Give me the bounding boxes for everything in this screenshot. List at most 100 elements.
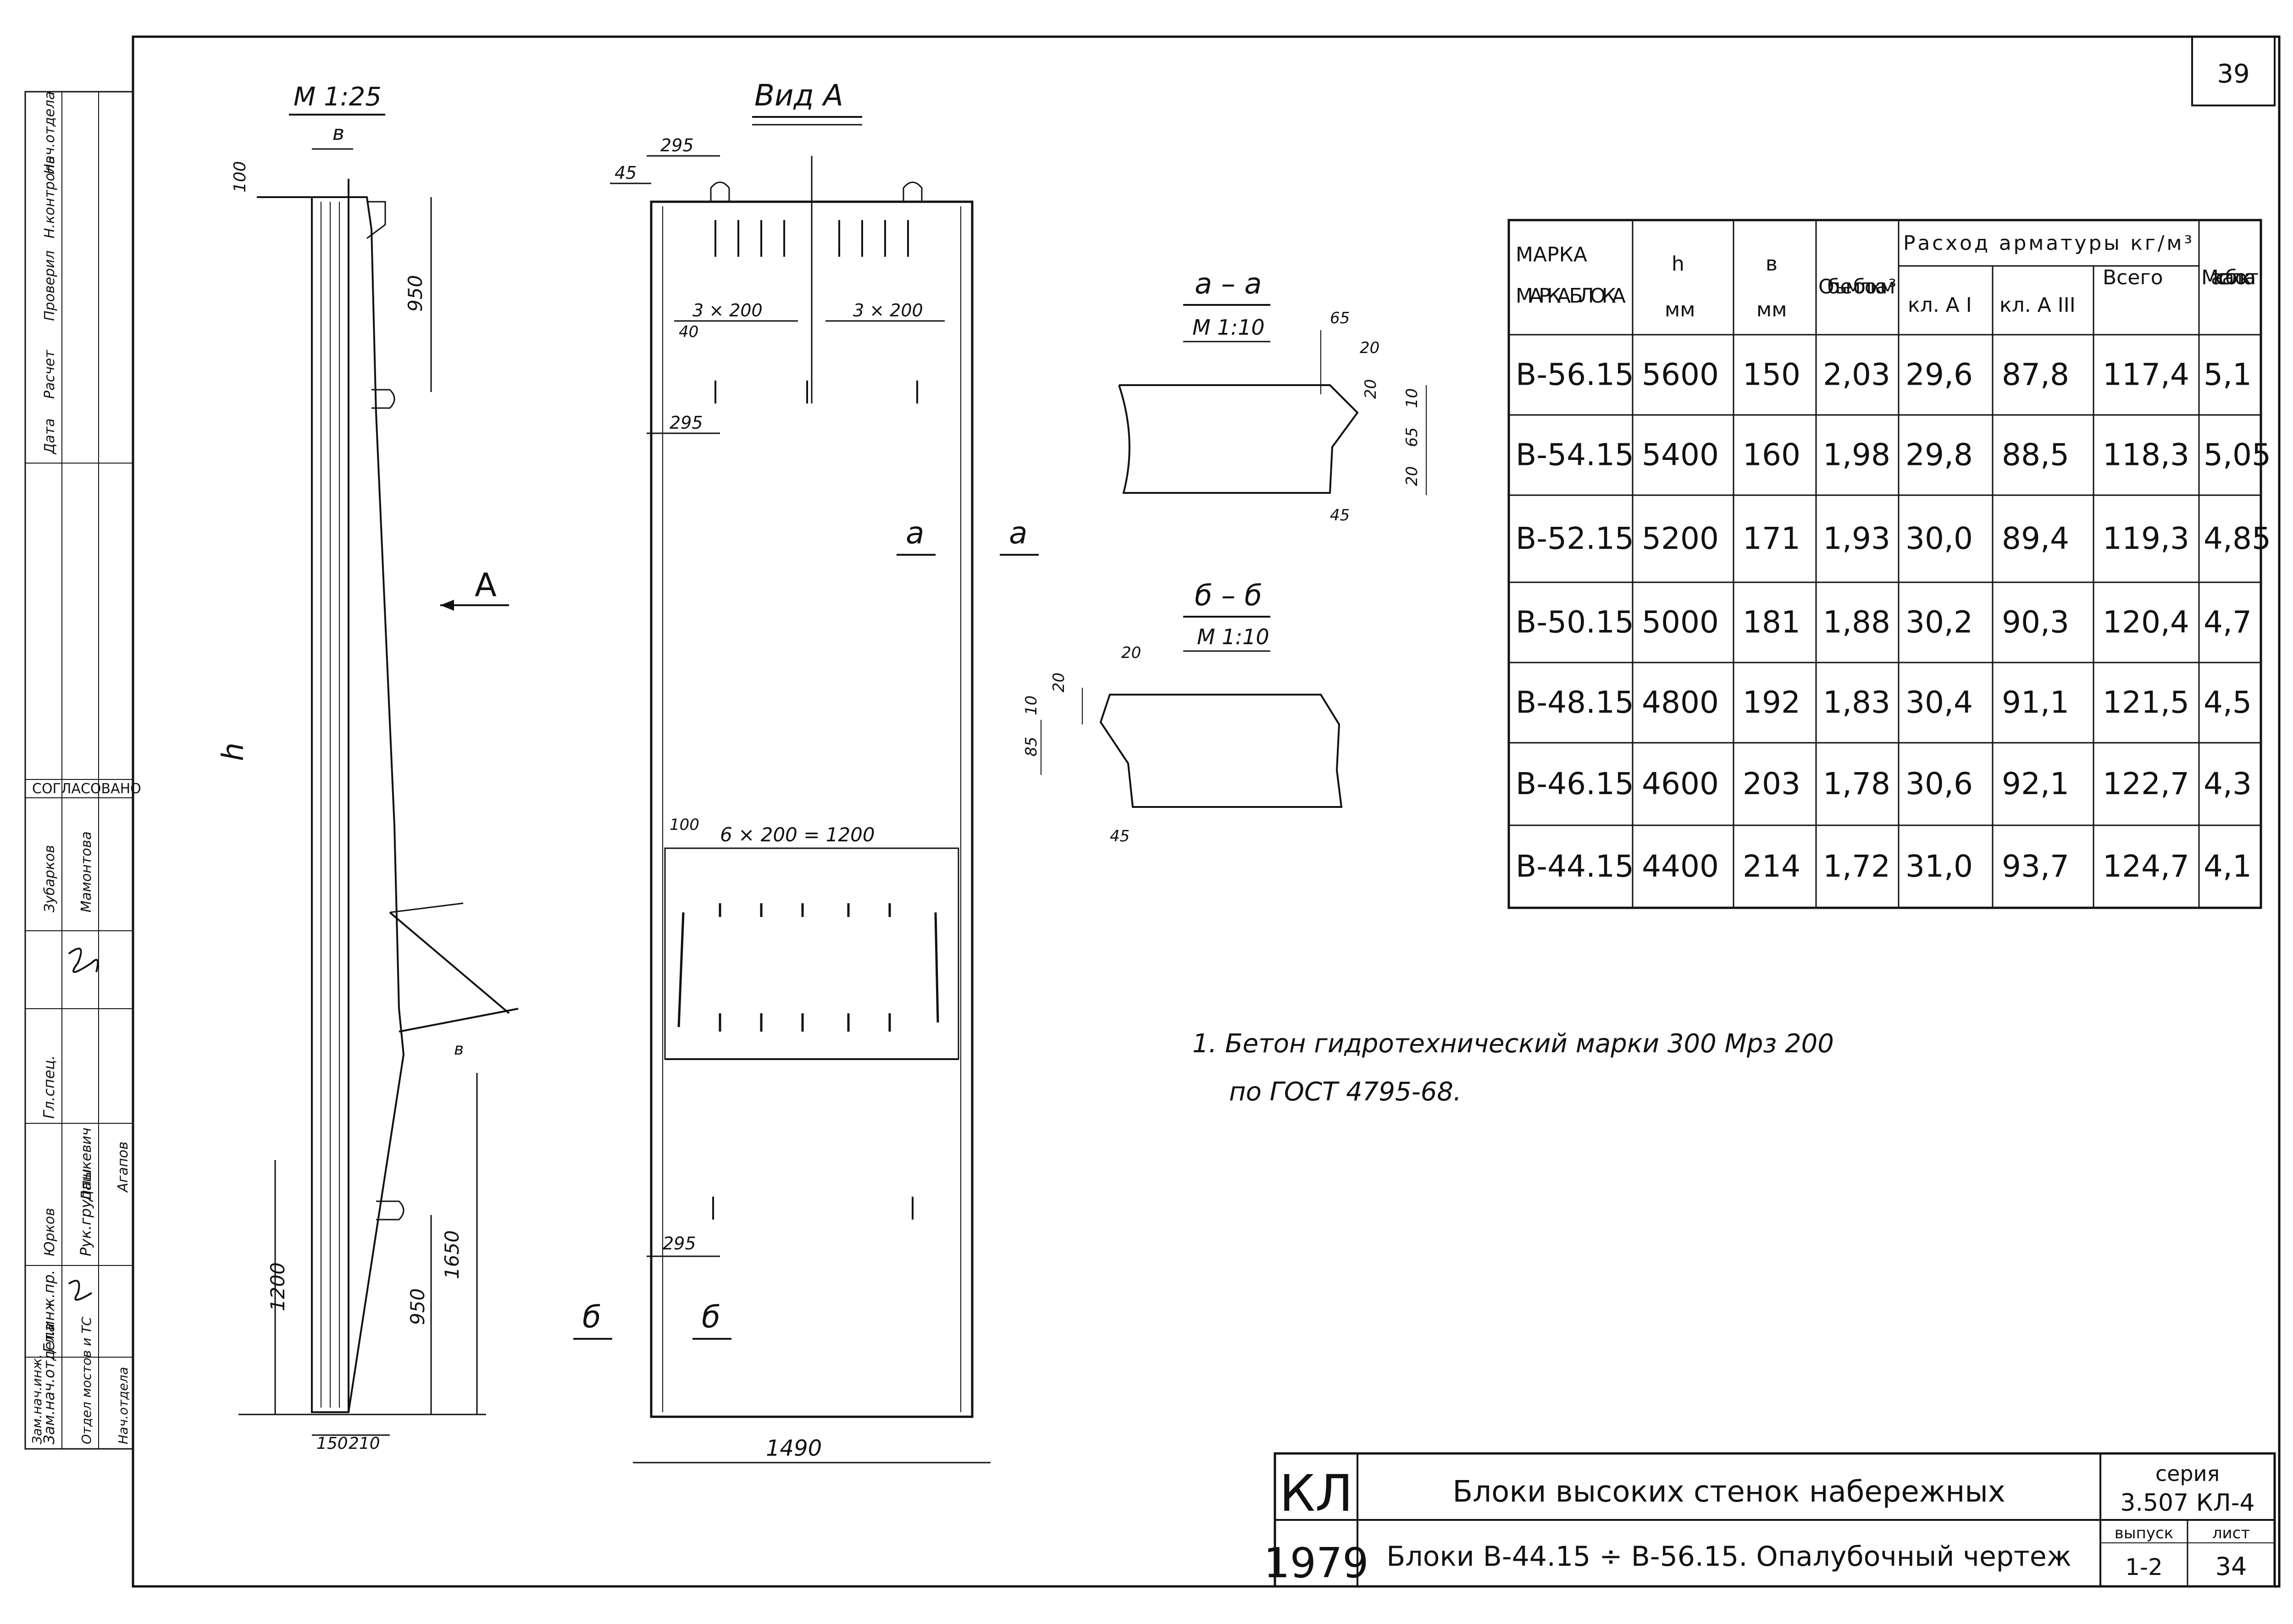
cell-volume: 1,83 <box>1823 685 1890 720</box>
section-aa-dim-20b: 20 <box>1362 379 1380 399</box>
sheet-label: лист <box>2212 1524 2250 1542</box>
cell-mass: 5,05 <box>2204 437 2271 473</box>
title-sub: Блоки В-44.15 ÷ В-56.15. Опалубочный чер… <box>1386 1541 2071 1573</box>
cell-rebar-a3: 87,8 <box>2002 357 2069 392</box>
margin-agreed-name-2: Мамонтова <box>78 831 94 912</box>
view-a-dim-295-bot: 295 <box>663 1233 696 1254</box>
margin-dates-1: Дата <box>42 418 58 455</box>
view-a-dim-295-top: 295 <box>660 135 694 155</box>
cell-mark: В-52.15 <box>1516 521 1634 556</box>
cell-rebar-a1: 30,4 <box>1905 685 1973 720</box>
cell-mark: В-56.15 <box>1516 357 1634 392</box>
side-view-scale: М 1:25 <box>294 82 382 112</box>
page-number: 39 <box>2217 59 2249 89</box>
view-a-title: Вид А <box>754 79 843 113</box>
section-a-right: а <box>1009 515 1027 551</box>
title-block: КЛ 1979 Блоки высоких стенок набережных … <box>1263 1452 2276 1588</box>
view-arrow-label: А <box>475 566 497 604</box>
side-dim-210: 210 <box>349 1434 380 1453</box>
sheet-value: 34 <box>2215 1552 2247 1581</box>
margin-agreed-name-1: Зубарков <box>42 845 58 912</box>
section-b-left: б <box>582 1299 601 1335</box>
signature-1 <box>68 947 99 973</box>
cell-volume: 1,72 <box>1823 849 1890 884</box>
title-main: Блоки высоких стенок набережных <box>1452 1475 2005 1509</box>
view-a-dim-3x200-right: 3 × 200 <box>853 300 923 320</box>
cell-b: 150 <box>1743 357 1800 392</box>
margin-role-3: Нач.отдела <box>116 1367 131 1444</box>
cell-b: 214 <box>1743 849 1800 884</box>
note-line-1: 1. Бетон гидротехнический марки 300 Мрз … <box>1192 1029 1834 1059</box>
side-dim-b2: в <box>454 1040 464 1059</box>
section-bb-scale: М 1:10 <box>1197 624 1269 649</box>
view-a-dim-3x200-left: 3 × 200 <box>692 300 763 320</box>
cell-rebar-total: 124,7 <box>2103 849 2189 884</box>
cell-mass: 4,5 <box>2204 685 2252 720</box>
cell-rebar-a3: 88,5 <box>2002 437 2069 473</box>
section-aa-dim-20c: 20 <box>1403 466 1421 486</box>
th-volume: Объем блока м³ <box>1818 275 1896 298</box>
cell-rebar-total: 122,7 <box>2103 766 2189 801</box>
cell-mark: В-48.15 <box>1516 685 1634 720</box>
section-bb-dim-45: 45 <box>1110 827 1130 845</box>
side-dim-150: 150 <box>316 1434 348 1453</box>
cell-rebar-a3: 91,1 <box>2002 685 2069 720</box>
left-margin-stamp: Зам.нач.отдела Гл.инж.пр. Рук.группы Гл.… <box>24 91 141 1450</box>
cell-rebar-a1: 30,6 <box>1905 766 1973 801</box>
cell-rebar-a3: 92,1 <box>2002 766 2069 801</box>
margin-agreed: СОГЛАСОВАНО <box>32 781 141 797</box>
cell-mark: В-46.15 <box>1516 766 1634 801</box>
cell-b: 192 <box>1743 685 1800 720</box>
cell-mass: 5,1 <box>2204 357 2252 392</box>
note-line-2: по ГОСТ 4795-68. <box>1229 1077 1462 1107</box>
section-bb-title: б – б <box>1195 579 1262 612</box>
margin-dates-5: Нач.отдела <box>42 91 58 174</box>
th-rebar-a3: кл. А III <box>1999 293 2076 317</box>
th-mass: Масса блока т <box>2201 266 2259 289</box>
view-a: Вид А 295 45 3 × 200 3 × 200 40 295 <box>573 79 1039 1464</box>
cell-b: 181 <box>1743 605 1800 640</box>
section-a-left: а <box>906 515 924 551</box>
issue-label: выпуск <box>2115 1524 2173 1542</box>
view-a-dim-295-mid: 295 <box>670 413 703 433</box>
side-dim-1650: 1650 <box>441 1230 463 1279</box>
section-aa-dim-65: 65 <box>1330 309 1350 327</box>
section-aa-dim-45: 45 <box>1330 506 1350 525</box>
view-a-dim-6x200: 6 × 200 = 1200 <box>720 823 875 846</box>
margin-dates-3: Проверил <box>42 250 58 321</box>
side-dim-950-bot: 950 <box>406 1288 429 1325</box>
margin-name-3: Агапов <box>115 1142 131 1193</box>
section-aa-title: а – а <box>1195 267 1262 300</box>
view-a-dim-1490: 1490 <box>766 1436 822 1461</box>
side-dim-1200: 1200 <box>266 1262 289 1311</box>
cell-h: 4600 <box>1642 766 1719 801</box>
margin-header-4: Гл.спец. <box>40 1055 58 1119</box>
view-a-dim-40: 40 <box>679 323 698 341</box>
th-rebar: Расход арматуры кг/м³ <box>1903 232 2192 255</box>
margin-dates-4: Н.контроль <box>42 156 58 238</box>
margin-header-1: Зам.нач.отдела <box>40 1323 58 1444</box>
series-label: серия <box>2155 1461 2220 1486</box>
cell-rebar-a3: 89,4 <box>2002 521 2069 556</box>
th-h-unit: мм <box>1665 298 1695 321</box>
cell-h: 5400 <box>1642 437 1719 473</box>
cell-rebar-total: 119,3 <box>2103 521 2189 556</box>
page-number-box: 39 <box>2191 36 2276 106</box>
margin-name-2: Дашкевич <box>78 1127 94 1202</box>
cell-b: 160 <box>1743 437 1800 473</box>
margin-role-1: Зам.нач.инж. <box>29 1354 44 1444</box>
margin-header-3: Рук.группы <box>77 1169 94 1256</box>
cell-h: 5000 <box>1642 605 1719 640</box>
cell-rebar-a3: 93,7 <box>2002 849 2069 884</box>
th-rebar-total: Всего <box>2103 266 2163 289</box>
cell-volume: 2,03 <box>1823 357 1890 392</box>
margin-name-1: Юрков <box>42 1208 58 1256</box>
margin-dates-2: Расчет <box>42 349 58 399</box>
section-aa-dim-65b: 65 <box>1403 427 1421 447</box>
margin-role-2: Отдел мостов и ТС <box>79 1317 94 1444</box>
cell-mark: В-54.15 <box>1516 437 1634 473</box>
cell-mark: В-50.15 <box>1516 605 1634 640</box>
cell-mark: В-44.15 <box>1516 849 1634 884</box>
